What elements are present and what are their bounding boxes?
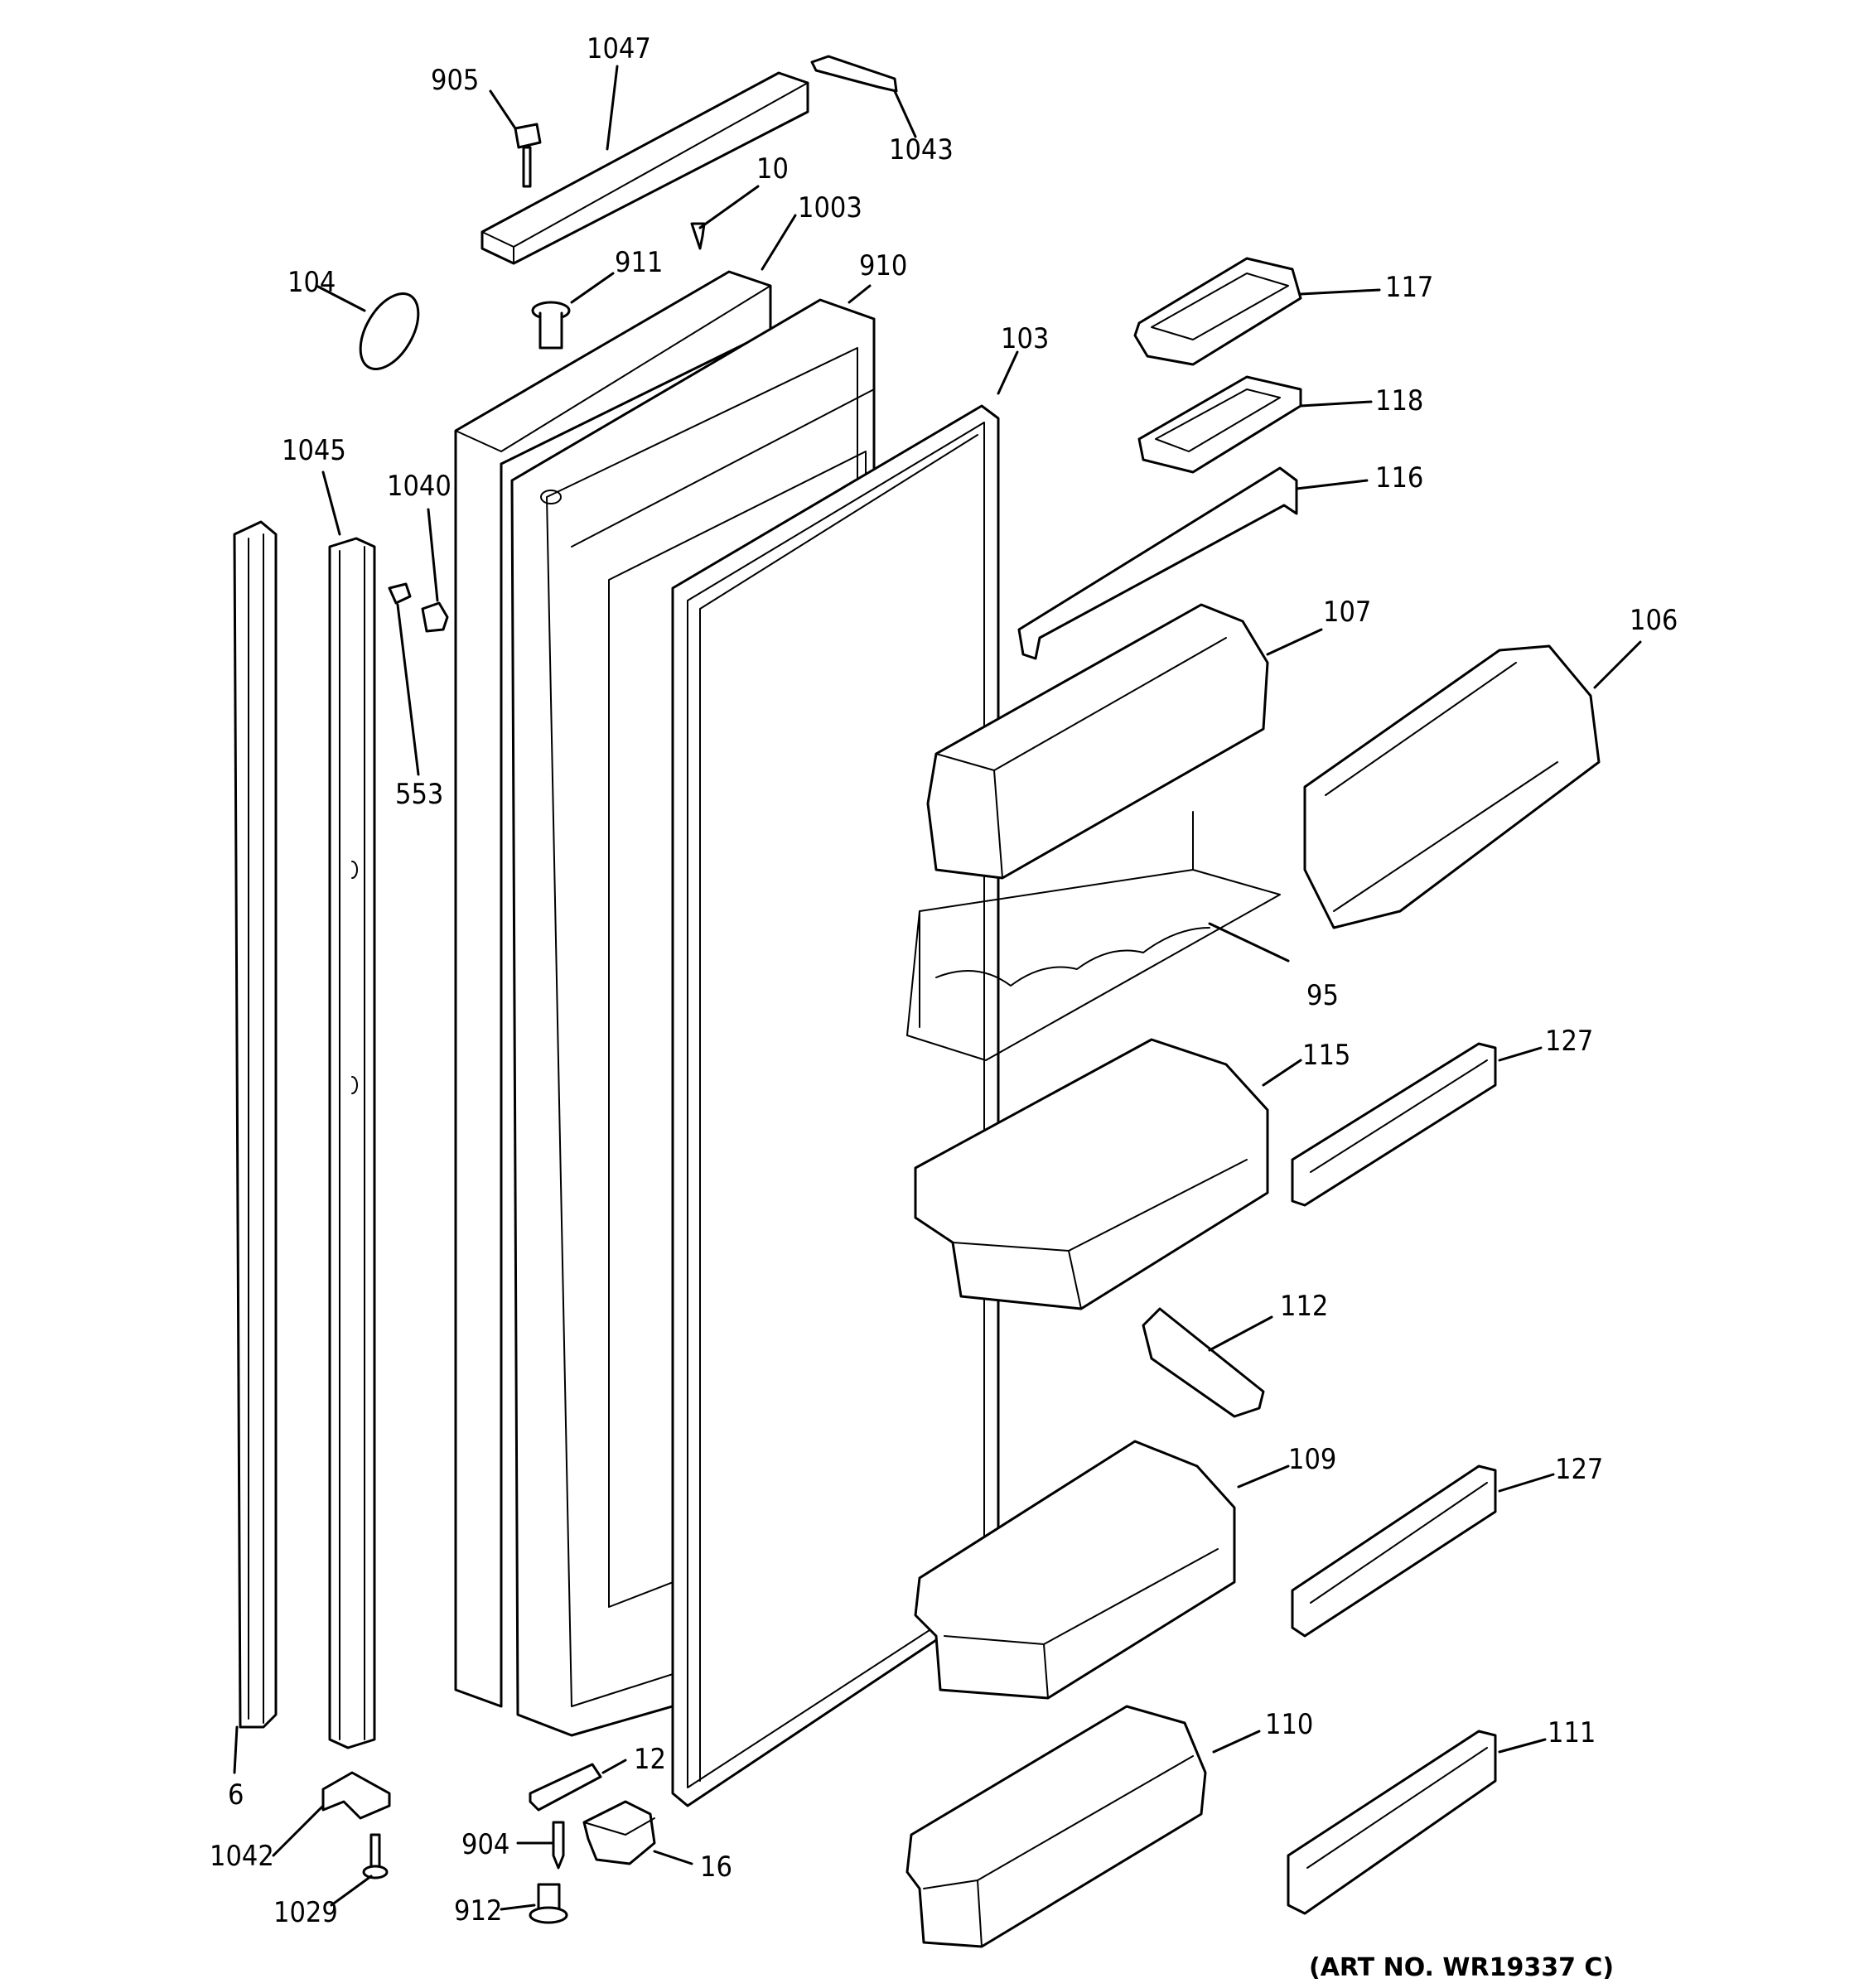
part-110-bin (905, 1705, 1207, 1948)
part-1029-screw (362, 1833, 389, 1879)
callout-12: 12 (634, 1743, 666, 1776)
callout-905: 905 (431, 64, 479, 97)
callout-1047: 1047 (587, 32, 651, 65)
part-6-strip (233, 520, 278, 1729)
callout-6: 6 (228, 1778, 244, 1812)
callout-107: 107 (1323, 596, 1371, 629)
callout-911: 911 (615, 246, 663, 279)
callout-1043: 1043 (889, 133, 954, 166)
part-10-screw (690, 222, 706, 250)
callout-labels: 905 1047 1043 10 1003 911 910 104 103 11… (210, 32, 1678, 1982)
part-116-rail (1017, 466, 1298, 660)
part-912-bushing (529, 1883, 568, 1924)
leader-lines (233, 65, 1642, 1911)
callout-117: 117 (1385, 271, 1433, 304)
part-911-bushing (531, 301, 571, 350)
part-1003-door-outer (454, 270, 772, 1708)
callout-10: 10 (756, 152, 789, 186)
callout-118: 118 (1375, 384, 1423, 417)
callout-112: 112 (1280, 1290, 1328, 1323)
part-12-plate (529, 1763, 602, 1812)
part-106-cover (1303, 644, 1601, 929)
callout-1045: 1045 (282, 434, 346, 467)
part-553-screw (388, 582, 412, 605)
callout-115: 115 (1302, 1039, 1350, 1072)
callout-111: 111 (1548, 1716, 1596, 1749)
callout-16: 16 (700, 1850, 732, 1884)
callout-127-upper: 127 (1545, 1025, 1593, 1058)
callout-553: 553 (395, 778, 443, 811)
part-112-divider (1142, 1307, 1265, 1418)
part-127-front-lower (1291, 1464, 1497, 1638)
part-109-bin (914, 1440, 1236, 1700)
callout-103: 103 (1001, 322, 1049, 355)
callout-127-lower: 127 (1555, 1453, 1603, 1486)
part-104-ring (359, 292, 420, 371)
callout-110: 110 (1265, 1708, 1313, 1741)
part-107-bin (926, 603, 1269, 880)
callout-910: 910 (859, 249, 907, 282)
part-127-front-upper (1291, 1042, 1497, 1207)
part-118-dairy-bin (1137, 375, 1302, 474)
callout-1042: 1042 (210, 1840, 274, 1873)
callout-1029: 1029 (273, 1896, 338, 1929)
art-number: (ART NO. WR19337 C) (1309, 1953, 1614, 1982)
callout-106: 106 (1630, 604, 1678, 637)
part-1040-fitting (421, 601, 449, 633)
part-1045-channel (328, 537, 376, 1749)
callout-95: 95 (1306, 979, 1339, 1012)
part-16-hinge (582, 1800, 656, 1865)
part-117-dairy-door (1133, 257, 1302, 366)
callout-904: 904 (461, 1828, 509, 1861)
callout-912: 912 (454, 1894, 502, 1928)
part-115-bin (914, 1038, 1269, 1310)
part-904-screw (552, 1821, 565, 1870)
part-905-bolt (514, 123, 542, 188)
callout-109: 109 (1288, 1443, 1336, 1476)
part-1042-bracket (321, 1771, 391, 1820)
part-111-front (1287, 1730, 1497, 1915)
part-1043-clip (810, 55, 898, 93)
callout-1040: 1040 (387, 470, 452, 503)
callout-1003: 1003 (798, 191, 862, 224)
callout-116: 116 (1375, 461, 1423, 495)
callout-104: 104 (287, 266, 336, 299)
part-1047-bracket (480, 71, 809, 265)
part-95-rack (906, 811, 1281, 1061)
